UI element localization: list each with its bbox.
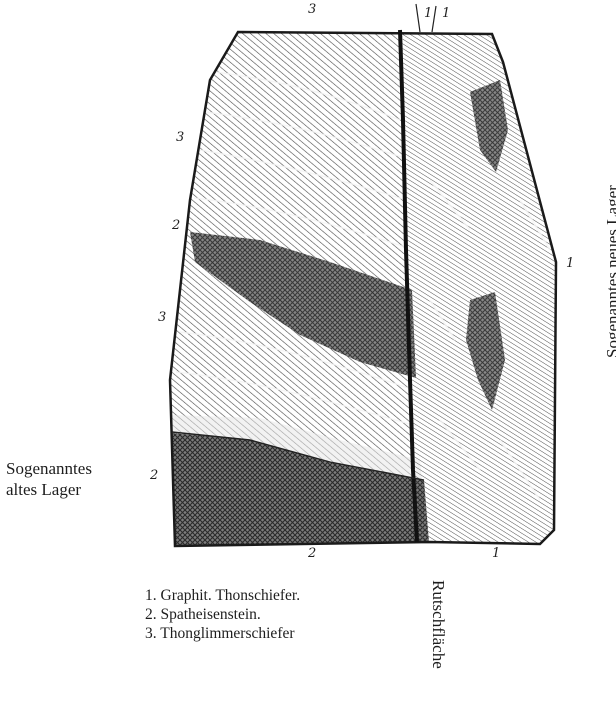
layer-mark: 2 — [172, 218, 180, 233]
layer-mark: 2 — [150, 468, 158, 483]
old-deposit-line2: altes Lager — [6, 479, 92, 500]
legend: 1. Graphit. Thonschiefer. 2. Spatheisens… — [145, 586, 300, 643]
layer-mark: 1 — [442, 6, 450, 21]
layer-mark: 3 — [308, 2, 316, 17]
legend-item: 2. Spatheisenstein. — [145, 605, 300, 624]
legend-item: 1. Graphit. Thonschiefer. — [145, 586, 300, 605]
layer-mark: 2 — [308, 546, 316, 561]
right-block — [402, 20, 600, 560]
old-deposit-label: Sogenanntes altes Lager — [6, 458, 92, 500]
old-deposit-line1: Sogenanntes — [6, 458, 92, 479]
top-leader-a — [416, 4, 420, 32]
top-leader-b — [432, 6, 436, 32]
new-deposit-label: Sogenanntes neues Lager — [603, 118, 616, 358]
legend-item: 3. Thonglimmerschiefer — [145, 624, 300, 643]
left-block — [160, 20, 430, 555]
layer-mark: 3 — [176, 130, 184, 145]
layer-mark: 1 — [424, 6, 432, 21]
layer-mark: 3 — [158, 310, 166, 325]
layer-mark: 1 — [566, 256, 574, 271]
layer-mark: 1 — [492, 546, 500, 561]
fault-surface-label: Rutschfläche — [428, 580, 448, 702]
